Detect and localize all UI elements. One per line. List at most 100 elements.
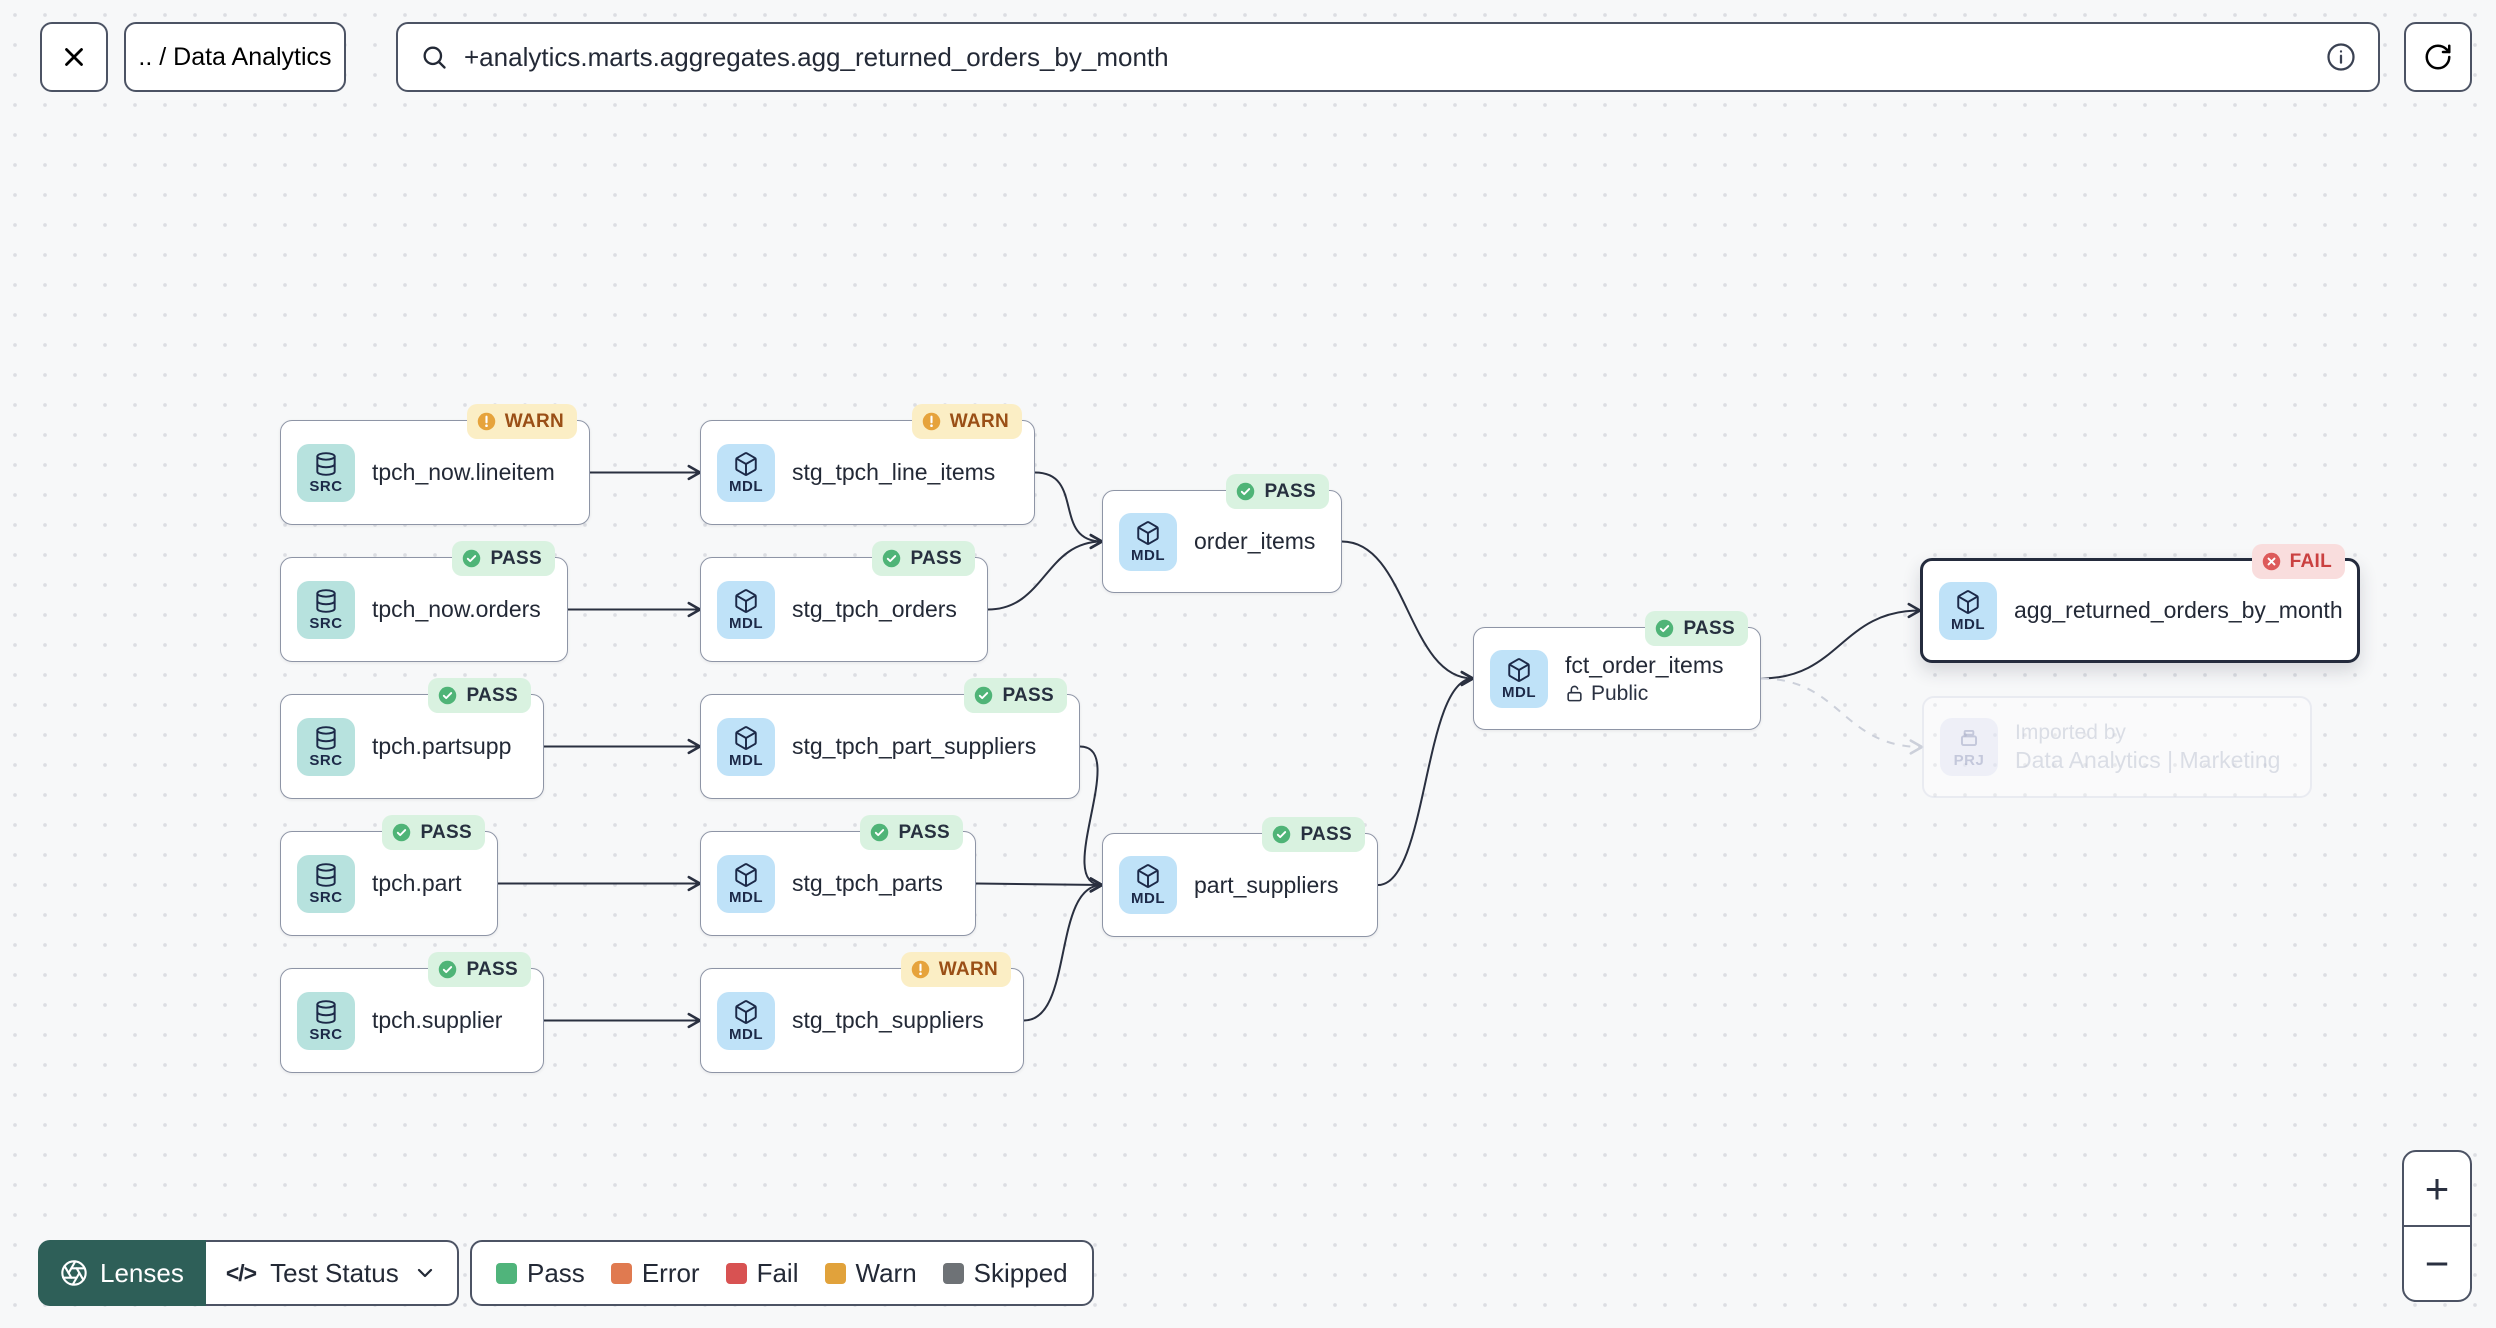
legend-label: Error [641,1257,700,1288]
legend-swatch-icon [496,1262,517,1284]
node-text: stg_tpch_orders [792,596,957,623]
search-icon [420,43,448,71]
model-cube-icon [1135,863,1161,889]
node-type-tile: MDL [1119,512,1177,571]
node-type-label: SRC [309,751,343,769]
graph-node-tpch_now_lineitem[interactable]: SRC tpch_now.lineitem WARN [280,404,590,525]
edge-fct_order_items-to-agg_returned_orders_by_month [1760,602,1922,680]
test-status-badge: PASS [452,541,555,576]
node-title: stg_tpch_line_items [792,459,996,485]
info-icon[interactable] [2326,42,2356,72]
node-type-label: MDL [1131,546,1165,564]
test-status-badge: PASS [428,952,531,987]
refresh-button[interactable] [2404,22,2472,92]
edge-stg_tpch_suppliers-to-part_suppliers [1023,877,1104,1022]
warn-status-icon [476,411,497,432]
test-status-badge: PASS [1262,817,1365,852]
node-title: tpch_now.lineitem [372,459,555,485]
close-button[interactable] [40,22,108,92]
node-type-tile: MDL [717,580,775,639]
node-title: tpch.supplier [372,1007,503,1033]
graph-node-tpch_now_orders[interactable]: SRC tpch_now.orders PASS [280,541,568,662]
model-cube-icon [733,999,759,1025]
pass-status-icon [869,822,890,843]
test-status-badge: PASS [872,541,975,576]
pass-status-icon [1235,481,1256,502]
node-text: tpch_now.orders [372,596,541,623]
node-access-row: Public [1565,682,1724,706]
legend-item-skipped: Skipped [942,1257,1068,1289]
code-icon: </> [225,1259,257,1286]
breadcrumb[interactable]: .. / Data Analytics [124,22,346,92]
node-title: agg_returned_orders_by_month [2014,597,2343,623]
edge-part_suppliers-to-fct_order_items [1377,670,1475,886]
legend-swatch-icon [824,1262,846,1284]
badge-label: FAIL [2289,550,2332,572]
badge-label: WARN [504,410,564,432]
graph-node-stg_tpch_line_items[interactable]: MDL stg_tpch_line_items WARN [700,404,1035,525]
pass-status-icon [881,548,902,569]
badge-label: PASS [1300,823,1352,845]
node-text: tpch_now.lineitem [372,459,555,486]
test-status-badge: PASS [1645,611,1748,646]
node-type-label: SRC [309,477,343,495]
node-type-label: SRC [309,888,343,906]
edge-stg_tpch_orders-to-order_items [987,533,1104,611]
test-status-badge: WARN [466,404,577,439]
search-bar[interactable] [396,22,2380,92]
node-type-label: PRJ [1953,752,1985,769]
lens-selector[interactable]: </> Test Status [205,1240,459,1306]
node-text: stg_tpch_line_items [792,459,995,486]
badge-label: WARN [949,410,1009,432]
graph-node-stg_tpch_orders[interactable]: MDL stg_tpch_orders PASS [700,541,988,662]
badge-label: WARN [938,958,998,980]
node-title: tpch.part [372,870,462,896]
node-type-tile: MDL [717,443,775,502]
node-text: tpch.partsupp [372,733,511,760]
model-cube-icon [733,725,759,751]
test-status-badge: WARN [911,404,1022,439]
node-type-label: MDL [1502,683,1536,701]
breadcrumb-label: .. / Data Analytics [138,42,332,71]
node-caption: Imported by [2015,720,2126,744]
project-icon [1956,725,1982,751]
lenses-button[interactable]: Lenses [38,1240,206,1306]
zoom-out-button[interactable]: − [2404,1227,2470,1300]
pass-status-icon [391,822,412,843]
legend-swatch-icon [610,1262,632,1284]
refresh-icon [2423,42,2453,72]
node-text: agg_returned_orders_by_month [2014,597,2343,624]
node-text: stg_tpch_suppliers [792,1007,984,1034]
node-type-label: MDL [729,477,763,495]
node-type-label: MDL [729,888,763,906]
edge-order_items-to-fct_order_items [1341,540,1475,687]
chevron-down-icon [413,1261,437,1285]
node-type-label: SRC [309,614,343,632]
search-input[interactable] [464,41,2310,73]
badge-label: PASS [1683,617,1735,639]
pass-status-icon [1271,824,1292,845]
node-title: tpch.partsupp [372,733,512,759]
legend-item-warn: Warn [824,1258,917,1289]
node-title: Data Analytics | Marketing [2015,746,2281,773]
legend-label: Pass [527,1257,585,1288]
close-icon [59,42,89,72]
test-status-badge: PASS [428,678,531,713]
legend-label: Skipped [973,1257,1068,1288]
graph-node-tpch_partsupp[interactable]: SRC tpch.partsupp PASS [280,678,544,799]
zoom-in-button[interactable]: + [2404,1152,2470,1227]
